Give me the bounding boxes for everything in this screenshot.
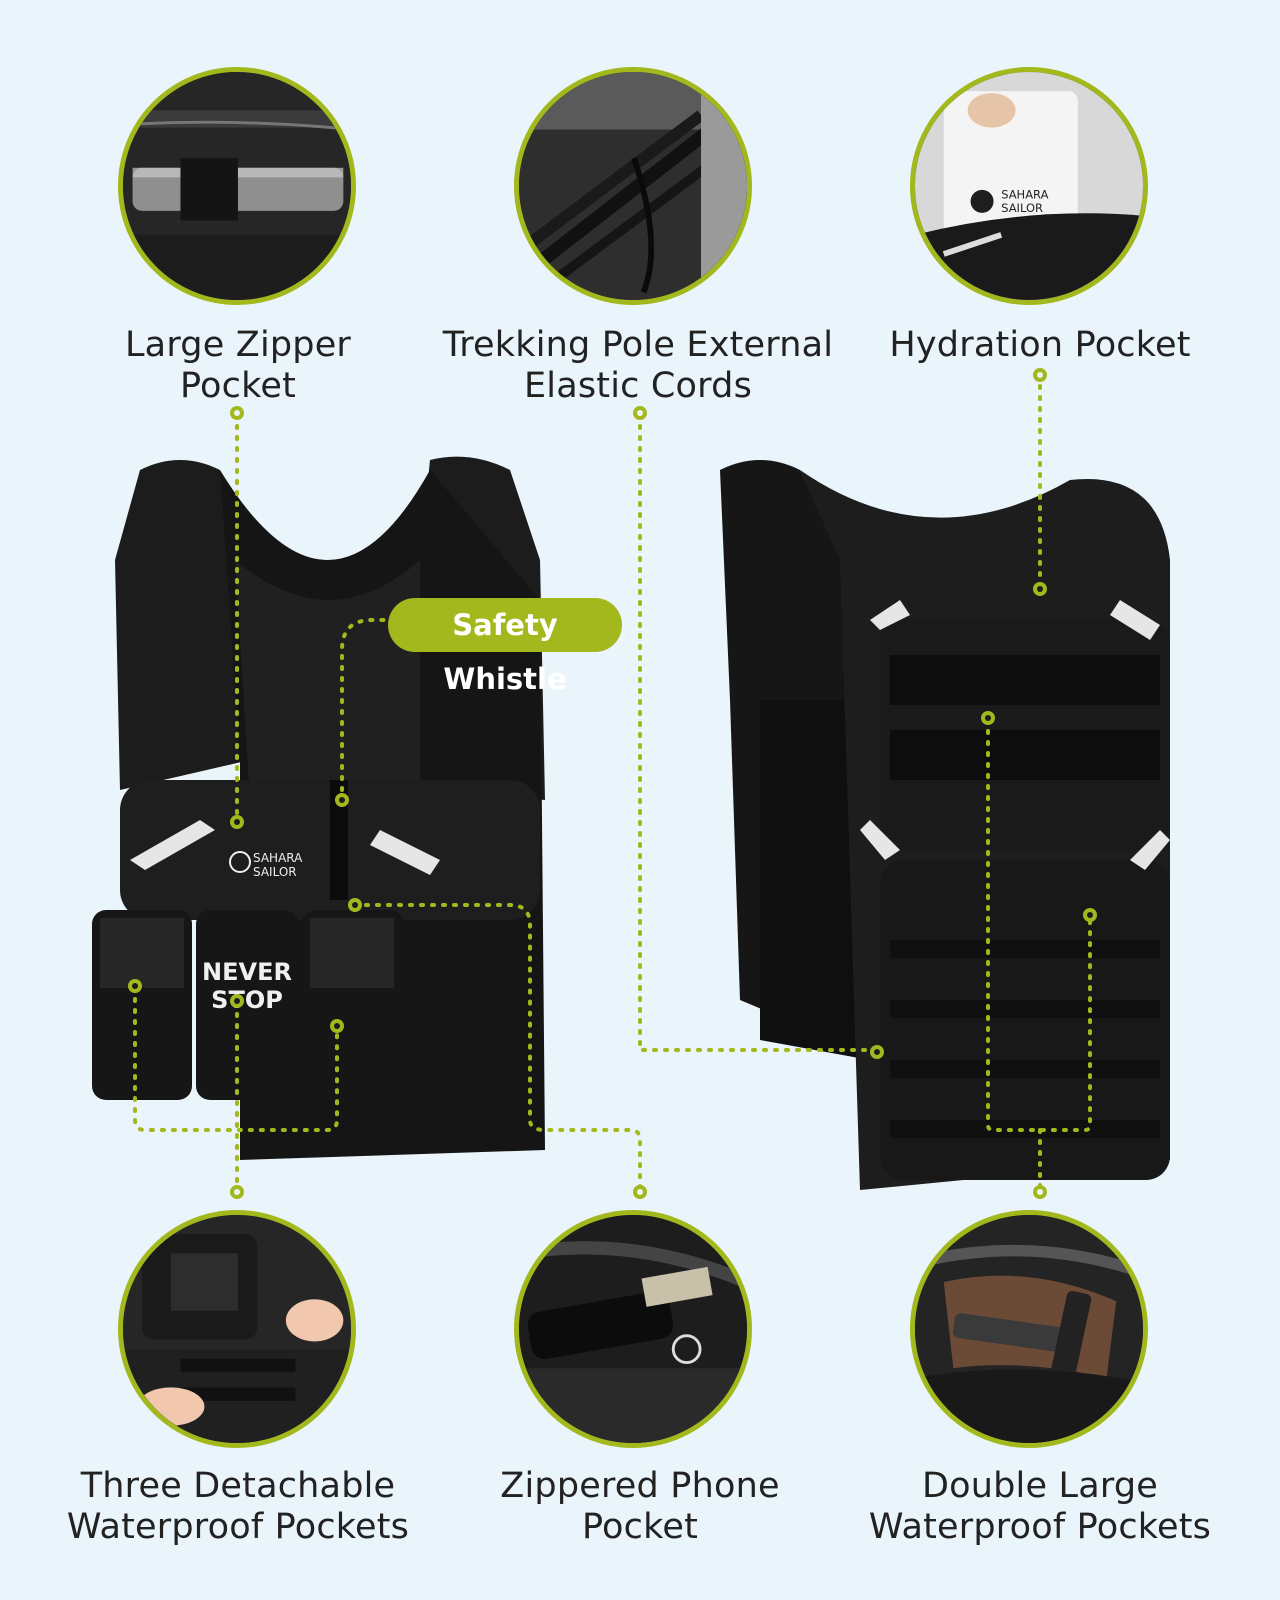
front-brand-text-2: SAILOR xyxy=(253,865,297,879)
zippered-phone-pocket-label: Zippered Phone Pocket xyxy=(500,1466,780,1547)
double-pockets-illustration xyxy=(915,1215,1143,1443)
patch-text-line1: NEVER xyxy=(202,958,292,986)
connector-dots xyxy=(128,368,1097,1199)
front-brand-logo xyxy=(229,851,251,873)
double-large-pockets-photo xyxy=(910,1210,1148,1448)
connector-lines xyxy=(133,373,1092,1192)
double-large-pockets-label: Double Large Waterproof Pockets xyxy=(868,1466,1212,1547)
safety-whistle-callout: Safety Whistle xyxy=(388,598,622,696)
phone-pocket-illustration xyxy=(519,1215,747,1443)
detachable-pockets-illustration xyxy=(123,1215,351,1443)
zipper-pocket-illustration xyxy=(123,72,351,300)
zippered-phone-pocket-photo xyxy=(514,1210,752,1448)
large-zipper-pocket-label: Large Zipper Pocket xyxy=(124,325,352,406)
hydration-pocket-illustration: SAHARA SAILOR xyxy=(915,72,1143,300)
trekking-pole-cords-photo xyxy=(514,67,752,305)
three-detachable-pockets-photo xyxy=(118,1210,356,1448)
bladder-brand-text-2: SAILOR xyxy=(1001,201,1043,215)
hydration-pocket-label: Hydration Pocket xyxy=(889,325,1191,365)
trekking-pole-label: Trekking Pole External Elastic Cords xyxy=(442,325,834,406)
front-brand-text: SAHARA xyxy=(253,851,303,865)
front-vest xyxy=(92,456,545,1160)
trekking-pole-illustration xyxy=(519,72,747,300)
hydration-pocket-photo: SAHARA SAILOR xyxy=(910,67,1148,305)
back-vest xyxy=(720,460,1170,1190)
three-detachable-pockets-label: Three Detachable Waterproof Pockets xyxy=(66,1466,410,1547)
large-zipper-pocket-photo xyxy=(118,67,356,305)
bladder-brand-text: SAHARA xyxy=(1001,187,1048,201)
patch-text-line2: STOP xyxy=(211,986,283,1014)
